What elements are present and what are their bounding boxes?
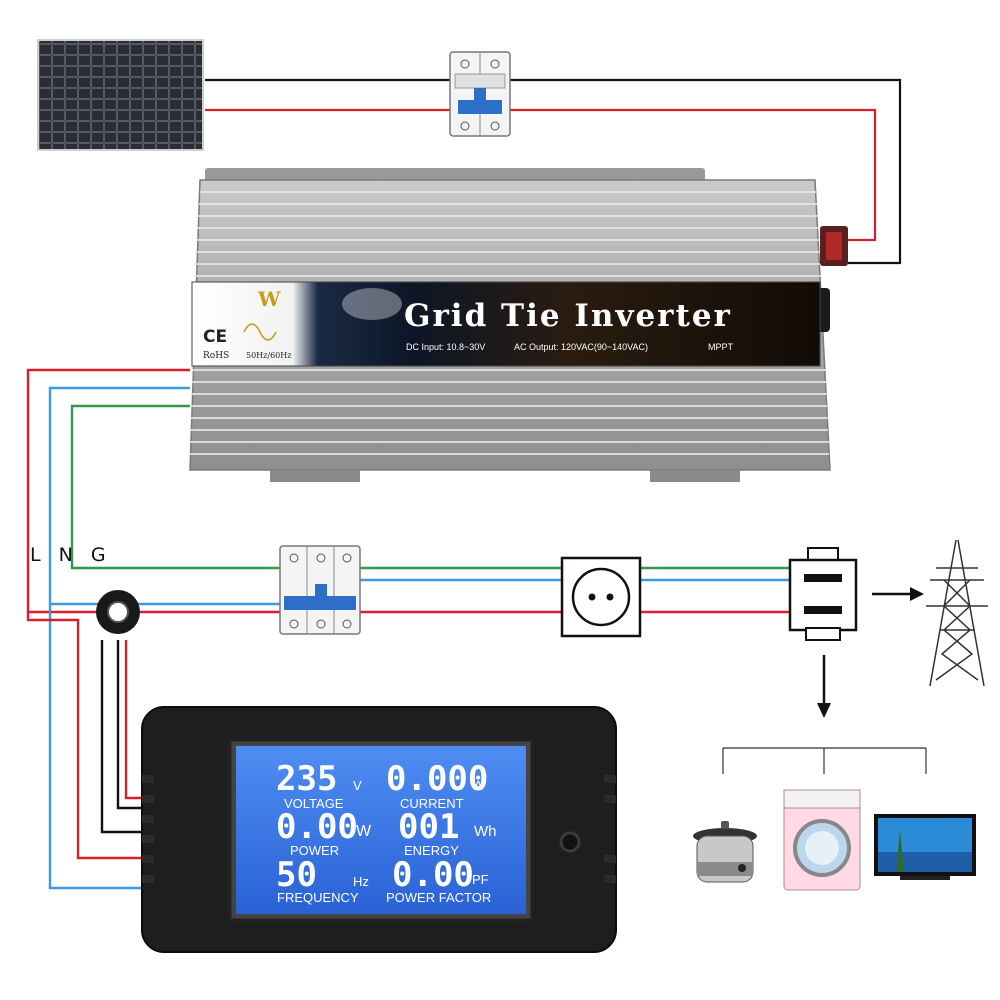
ct-lead-black-1 [116, 640, 148, 810]
energy-meter-box [788, 547, 858, 641]
dc-terminal [820, 226, 848, 266]
ac-output-spec: AC Output: 120VAC(90~140VAC) [514, 342, 648, 352]
current-unit: A [474, 778, 483, 793]
voltage-value: 235 [276, 759, 337, 799]
ground-wire [70, 404, 280, 570]
meter-neutral-feed [48, 604, 148, 890]
ct-lead-black-2 [100, 640, 148, 834]
power-factor-value: 0.00 [392, 855, 474, 895]
power-caption: POWER [290, 843, 339, 858]
inverter-title: Grid Tie Inverter [404, 298, 732, 334]
solar-panel [37, 39, 204, 151]
current-transformer-ring [96, 590, 140, 634]
sun-glow [342, 288, 402, 320]
rice-cooker-icon [693, 821, 757, 883]
line-wire [26, 368, 190, 614]
power-factor-caption: POWER FACTOR [386, 890, 491, 905]
dc-wiring [205, 78, 902, 265]
energy-unit: Wh [474, 823, 497, 840]
power-meter: 235 V 0.000 A VOLTAGE CURRENT 0.00 W 001… [141, 706, 617, 953]
inverter: W CE RoHS 50Hz/60Hz Grid Tie Inverter DC… [189, 168, 848, 482]
dc-negative-wire-2 [510, 78, 902, 265]
dc-input-spec: DC Input: 10.8~30V [406, 342, 485, 352]
ce-mark: CE [203, 327, 227, 347]
power-tower-icon [926, 539, 988, 687]
appliance-distribution [722, 747, 927, 774]
mppt-label: MPPT [708, 342, 734, 352]
dc-positive-wire-2 [510, 108, 877, 242]
arrow-down-icon [817, 655, 831, 718]
current-value: 0.000 [386, 759, 488, 799]
ac-breaker [279, 545, 361, 635]
meter-line-feed [26, 612, 148, 860]
energy-caption: ENERGY [404, 843, 459, 858]
power-factor-unit: PF [472, 872, 489, 887]
neutral-wire [48, 386, 280, 606]
inverter-fins [190, 191, 829, 455]
voltage-caption: VOLTAGE [284, 796, 344, 811]
ac-wiring [26, 368, 790, 890]
television-icon [874, 814, 976, 880]
ct-lead-red [124, 640, 148, 800]
arrow-right-icon [872, 587, 924, 601]
rohs-mark: RoHS [203, 351, 229, 361]
wall-socket [560, 556, 642, 638]
power-value: 0.00 [276, 807, 358, 847]
voltage-unit: V [353, 778, 362, 793]
washing-machine-icon [783, 789, 861, 891]
frequency-mark: 50Hz/60Hz [246, 351, 291, 360]
power-unit: W [356, 823, 372, 840]
dc-breaker [449, 51, 511, 137]
logo-letter: W [257, 287, 281, 311]
wire-labels: L N G [30, 544, 112, 566]
frequency-value: 50 [276, 855, 317, 895]
current-caption: CURRENT [400, 796, 464, 811]
sine-wave-icon [243, 323, 277, 341]
frequency-caption: FREQUENCY [277, 890, 359, 905]
frequency-unit: Hz [353, 874, 369, 889]
lcd-screen [236, 746, 526, 914]
energy-value: 001 [398, 807, 459, 847]
